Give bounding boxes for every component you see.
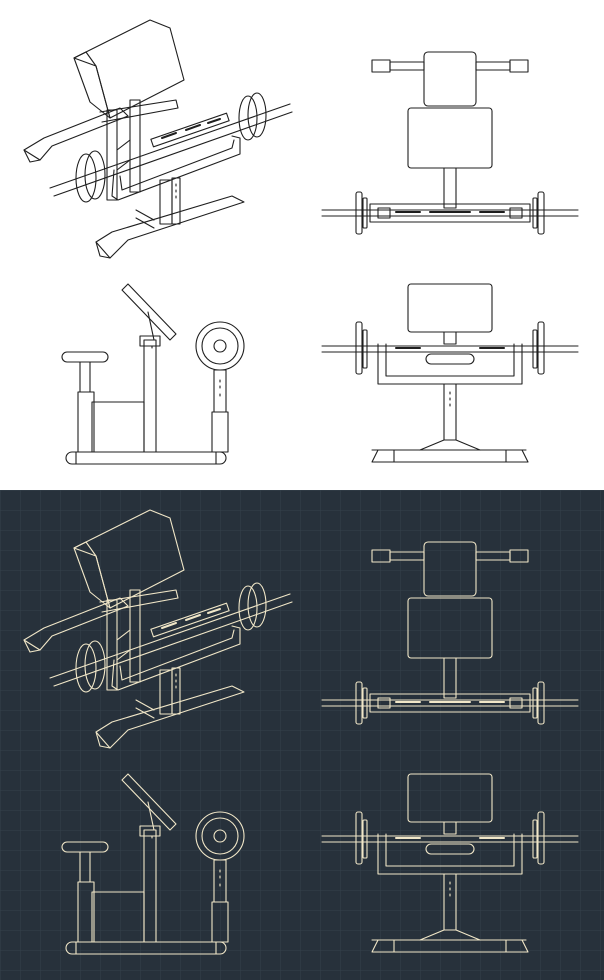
blueprint-drawing (0, 490, 604, 980)
blueprint-grid (0, 490, 604, 980)
light-panel (23, 19, 579, 465)
light-drawing (23, 19, 579, 465)
blueprint-panel (0, 490, 604, 980)
